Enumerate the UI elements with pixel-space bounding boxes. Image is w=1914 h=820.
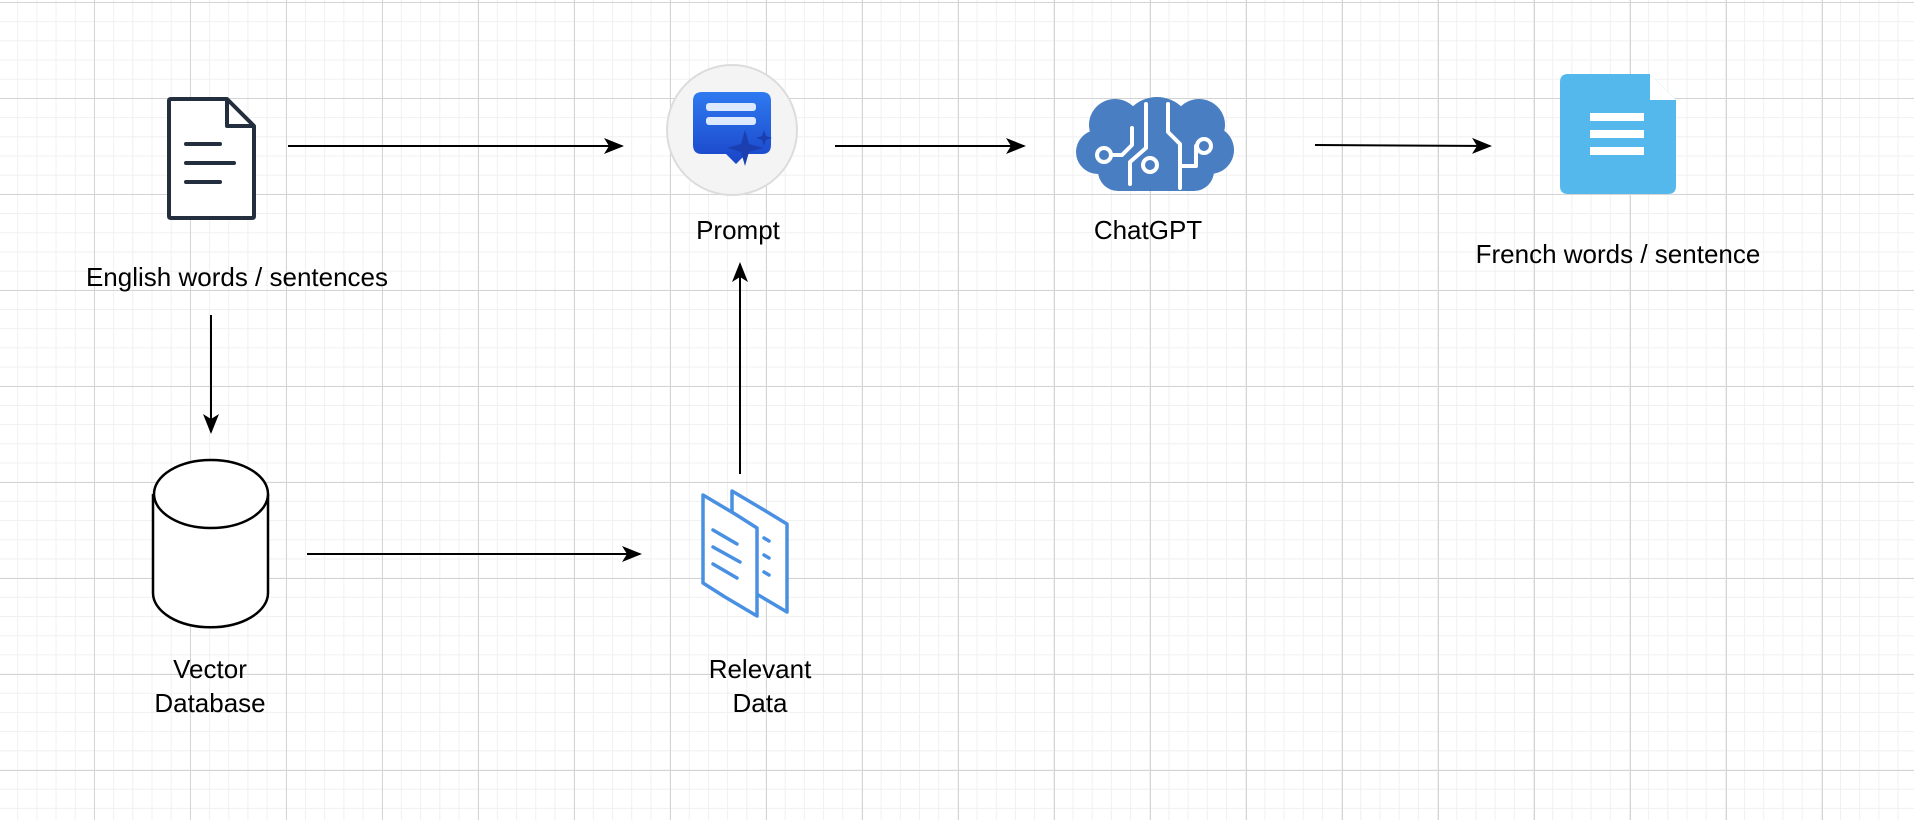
- relevant-data-label-line-1: Relevant: [708, 654, 812, 684]
- relevant-data-label: Relevant Data: [660, 652, 860, 720]
- french-output-label: French words / sentence: [1475, 239, 1761, 269]
- prompt-label: Prompt: [696, 215, 780, 245]
- english-input-label: English words / sentences: [85, 262, 389, 292]
- vector-db-label-line-1: Vector: [173, 654, 247, 684]
- database-icon[interactable]: [151, 458, 270, 629]
- documents-icon[interactable]: [701, 489, 789, 618]
- document-icon[interactable]: [167, 97, 256, 220]
- output-document-icon[interactable]: [1560, 74, 1676, 194]
- relevant-data-label-line-2: Data: [732, 688, 788, 718]
- edge-chatgpt-to-french[interactable]: [1314, 137, 1492, 154]
- chatgpt-brain-icon[interactable]: [1076, 97, 1234, 191]
- chatgpt-label: ChatGPT: [1093, 215, 1203, 245]
- vector-db-label: Vector Database: [110, 652, 310, 720]
- vector-db-label-line-2: Database: [154, 688, 266, 718]
- prompt-icon[interactable]: [666, 64, 798, 196]
